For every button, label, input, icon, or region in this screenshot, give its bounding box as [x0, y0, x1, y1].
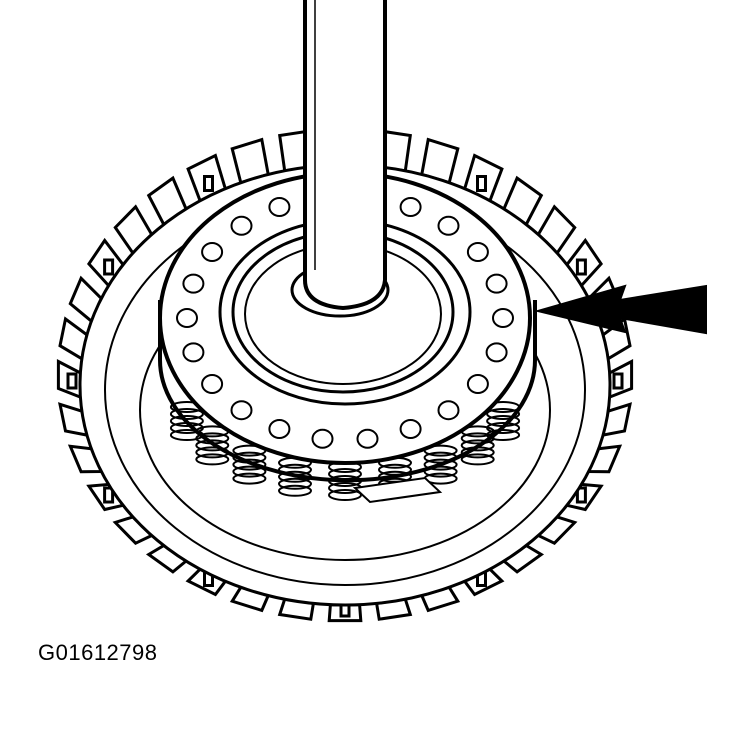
- retainer-hole: [492, 308, 514, 328]
- retainer-hole: [182, 342, 205, 363]
- spline-slot: [612, 372, 624, 390]
- retainer-hole: [466, 374, 489, 394]
- retainer-hole: [485, 273, 508, 294]
- return-spring: [169, 401, 204, 441]
- retainer-hole: [356, 428, 379, 449]
- pointer-arrow: [534, 284, 707, 335]
- retainer-hole: [466, 242, 489, 262]
- compressor-tool-shaft: [303, 0, 387, 311]
- return-spring: [195, 425, 230, 466]
- spline-slot: [476, 175, 487, 192]
- spline-slot: [103, 258, 115, 276]
- spline-slot: [203, 175, 214, 192]
- retainer-hole: [437, 400, 460, 421]
- spline-slot: [66, 372, 78, 390]
- retainer-hole: [268, 197, 291, 217]
- spline-slot: [103, 486, 115, 504]
- retainer-tab: [352, 476, 443, 504]
- retainer-hole: [230, 400, 253, 421]
- retainer-hole: [311, 428, 334, 449]
- figure-caption: G01612798: [38, 640, 158, 665]
- retainer-hole: [176, 308, 198, 328]
- retainer-hole: [268, 419, 291, 439]
- spline-slot: [575, 486, 587, 504]
- retainer-hole: [230, 215, 253, 236]
- retainer-holes: [176, 187, 514, 449]
- retainer-hole: [201, 242, 224, 262]
- spline-slot: [575, 258, 587, 276]
- retainer-hole: [201, 374, 224, 394]
- retainer-hole: [485, 342, 508, 363]
- retainer-hole: [399, 419, 422, 439]
- return-spring: [278, 456, 312, 497]
- retainer-hole: [399, 197, 422, 217]
- retainer-hole: [182, 273, 205, 294]
- retainer-hole: [437, 215, 460, 236]
